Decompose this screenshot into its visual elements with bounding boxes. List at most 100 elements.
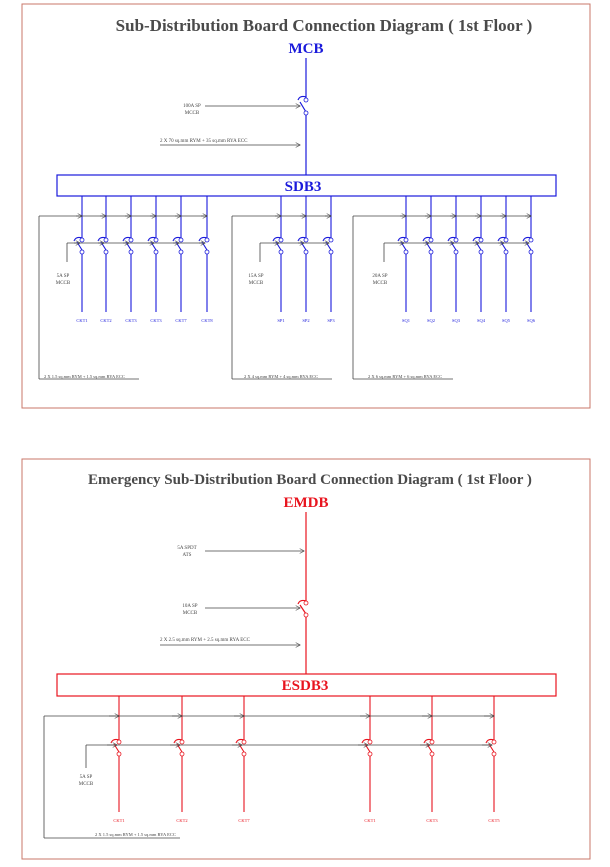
emdb-panel-frame — [21, 458, 591, 860]
emdb-diagram-title: Emergency Sub-Distribution Board Connect… — [88, 472, 532, 488]
sdb-group-3-circuit-2-breaker-arc — [422, 236, 432, 242]
sdb-group-3-breaker-type: MCCB — [373, 281, 388, 286]
sdb-group-2-circuit-1-label: SP1 — [277, 318, 284, 323]
sdb-group-3-circuit-5-label: SQ5 — [502, 318, 511, 323]
emdb-group-1-circuit-5-breaker-contact-a — [429, 739, 435, 745]
sdb-group-2-circuit-3-breaker-contact-a — [328, 237, 334, 243]
sdb-group-3-circuit-3-breaker-arc — [447, 236, 457, 242]
sdb-group-1-cable-note: 2 X 1.5 sq.mm RYM + 1.5 sq.mm RYA ECC — [44, 374, 125, 379]
sdb-group-3-circuit-3-breaker-contact-b — [453, 249, 459, 255]
sdb-group-1-circuit-6-breaker-contact-b — [204, 249, 210, 255]
sdb-group-3-circuit-3-label: SQ3 — [452, 318, 461, 323]
sdb-group-2-circuit-1-breaker-contact-a — [278, 237, 284, 243]
emdb-group-1-circuit-6-breaker-contact-a — [491, 739, 497, 745]
emdb-board-label: ESDB3 — [282, 678, 329, 694]
sdb-group-3-circuit-2-breaker-contact-b — [428, 249, 434, 255]
emdb-main-breaker-rating: 10A SP — [182, 604, 197, 609]
emdb-main-breaker-contact-b — [303, 612, 309, 618]
sdb-group-2-circuit-3-label: SP3 — [327, 318, 335, 323]
sdb-group-3-circuit-6-label: SQ6 — [527, 318, 536, 323]
sdb-group-3-circuit-1-breaker-contact-b — [403, 249, 409, 255]
emdb-group-1-circuit-6-label: CKT5 — [488, 818, 500, 823]
sdb-group-1-circuit-4-label: CKT3 — [150, 318, 162, 323]
sdb-group-3-circuit-1-breaker-contact-a — [403, 237, 409, 243]
emdb-group-1-breaker-rating: 5A SP — [80, 775, 93, 780]
sdb-group-1-breaker-rating: 5A SP — [57, 274, 70, 279]
sdb-group-2-breaker-rating: 15A SP — [248, 274, 263, 279]
sdb-group-1-circuit-3-breaker-contact-a — [128, 237, 134, 243]
sdb-group-3-circuit-2-label: SQ2 — [427, 318, 435, 323]
sdb-group-1-circuit-4-breaker-arc — [147, 236, 157, 242]
sdb-group-3-circuit-4-breaker-contact-a — [478, 237, 484, 243]
sdb-group-1-circuit-1-breaker-arc — [73, 236, 83, 242]
emdb-group-1-circuit-6-breaker-arc — [485, 738, 495, 744]
sdb-group-1-circuit-6-label: CKT8 — [201, 318, 213, 323]
sdb-group-1-breaker-type: MCCB — [56, 281, 71, 286]
sdb-group-2-circuit-2-breaker-contact-a — [303, 237, 309, 243]
emdb-group-1-circuit-1-breaker-arc — [110, 738, 120, 744]
emdb-group-1-circuit-5-breaker-contact-b — [429, 751, 435, 757]
sdb-group-1-circuit-5-breaker-contact-b — [178, 249, 184, 255]
sdb-group-3-circuit-4-breaker-arc — [472, 236, 482, 242]
sdb-group-3-circuit-5-breaker-arc — [497, 236, 507, 242]
sdb-group-2-circuit-3-breaker-arc — [322, 236, 332, 242]
sdb-group-2-circuit-1-breaker-arc — [272, 236, 282, 242]
sdb-main-breaker-blade — [299, 101, 307, 113]
sdb-group-3-circuit-5-breaker-contact-a — [503, 237, 509, 243]
sdb-group-3-circuit-6-breaker-contact-b — [528, 249, 534, 255]
sdb-main-breaker-contact-b — [303, 110, 309, 116]
sdb-main-breaker-type: MCCB — [185, 111, 200, 116]
emdb-feeder-cable: 2 X 2.5 sq.mm RYM + 2.5 sq.mm RYA ECC — [160, 638, 251, 643]
emdb-group-1-circuit-2-breaker-contact-a — [179, 739, 185, 745]
sdb-group-1-circuit-2-breaker-contact-b — [103, 249, 109, 255]
sdb-group-1-circuit-6-breaker-arc — [198, 236, 208, 242]
emdb-group-1-circuit-3-breaker-arc — [235, 738, 245, 744]
sdb-group-3-circuit-4-breaker-contact-b — [478, 249, 484, 255]
sdb-group-2-circuit-2-breaker-arc — [297, 236, 307, 242]
sdb-panel-frame — [21, 3, 591, 409]
emdb-group-1-circuit-1-label: CKT1 — [113, 818, 124, 823]
emdb-group-1-circuit-1-breaker-contact-b — [116, 751, 122, 757]
emdb-group-1-circuit-3-breaker-contact-b — [241, 751, 247, 757]
sdb-group-2-circuit-3-breaker-contact-b — [328, 249, 334, 255]
emdb-group-1-circuit-2-breaker-arc — [173, 738, 183, 744]
sdb-group-3-cable-note: 2 X 6 sq.mm RYM + 6 sq.mm RYA ECC — [368, 374, 442, 379]
emdb-main-breaker-type: MCCB — [183, 611, 198, 616]
sdb-feeder-cable: 2 X 70 sq.mm RYM + 35 sq.mm RYA ECC — [160, 139, 248, 144]
emdb-group-1-circuit-4-breaker-contact-b — [367, 751, 373, 757]
emdb-ats-rating: 5A SPDT — [177, 546, 196, 551]
emdb-group-1-circuit-2-breaker-contact-b — [179, 751, 185, 757]
sdb-group-1-circuit-2-label: CKT2 — [100, 318, 111, 323]
sdb-group-2-breaker-type: MCCB — [249, 281, 264, 286]
emdb-group-1-circuit-3-label: CKT7 — [238, 818, 250, 823]
sdb-group-3-circuit-5-breaker-contact-b — [503, 249, 509, 255]
sdb-board-label: SDB3 — [285, 179, 322, 195]
emdb-group-1-circuit-1-breaker-contact-a — [116, 739, 122, 745]
emdb-main-breaker-blade — [299, 604, 307, 615]
sdb-group-1-circuit-1-breaker-contact-b — [79, 249, 85, 255]
sdb-group-2-circuit-2-label: SP2 — [302, 318, 309, 323]
sdb-group-1-circuit-3-breaker-arc — [122, 236, 132, 242]
sdb-group-1-circuit-2-breaker-contact-a — [103, 237, 109, 243]
emdb-main-breaker-contact-a — [303, 600, 309, 606]
sdb-group-3-breaker-rating: 20A SP — [372, 274, 387, 279]
sdb-group-3-circuit-3-breaker-contact-a — [453, 237, 459, 243]
emdb-main-breaker-arc — [297, 599, 307, 605]
emdb-group-1-circuit-6-breaker-contact-b — [491, 751, 497, 757]
emdb-group-1-circuit-4-breaker-contact-a — [367, 739, 373, 745]
emdb-group-1-cable-note: 2 X 1.5 sq.mm RYM + 1.5 sq.mm RYA ECC — [95, 832, 176, 837]
sdb-group-1-circuit-3-breaker-contact-b — [128, 249, 134, 255]
sdb-group-1-circuit-5-breaker-contact-a — [178, 237, 184, 243]
sdb-group-2-circuit-1-breaker-contact-b — [278, 249, 284, 255]
sdb-group-3-circuit-1-breaker-arc — [397, 236, 407, 242]
sdb-group-3-circuit-1-label: SQ1 — [402, 318, 410, 323]
sdb-group-1-circuit-4-breaker-contact-a — [153, 237, 159, 243]
emdb-group-1-circuit-5-breaker-arc — [423, 738, 433, 744]
sdb-group-3-circuit-6-breaker-contact-a — [528, 237, 534, 243]
emdb-group-1-circuit-4-breaker-arc — [361, 738, 371, 744]
sdb-group-1-circuit-5-label: CKT7 — [175, 318, 187, 323]
emdb-group-1-circuit-5-label: CKT3 — [426, 818, 438, 823]
